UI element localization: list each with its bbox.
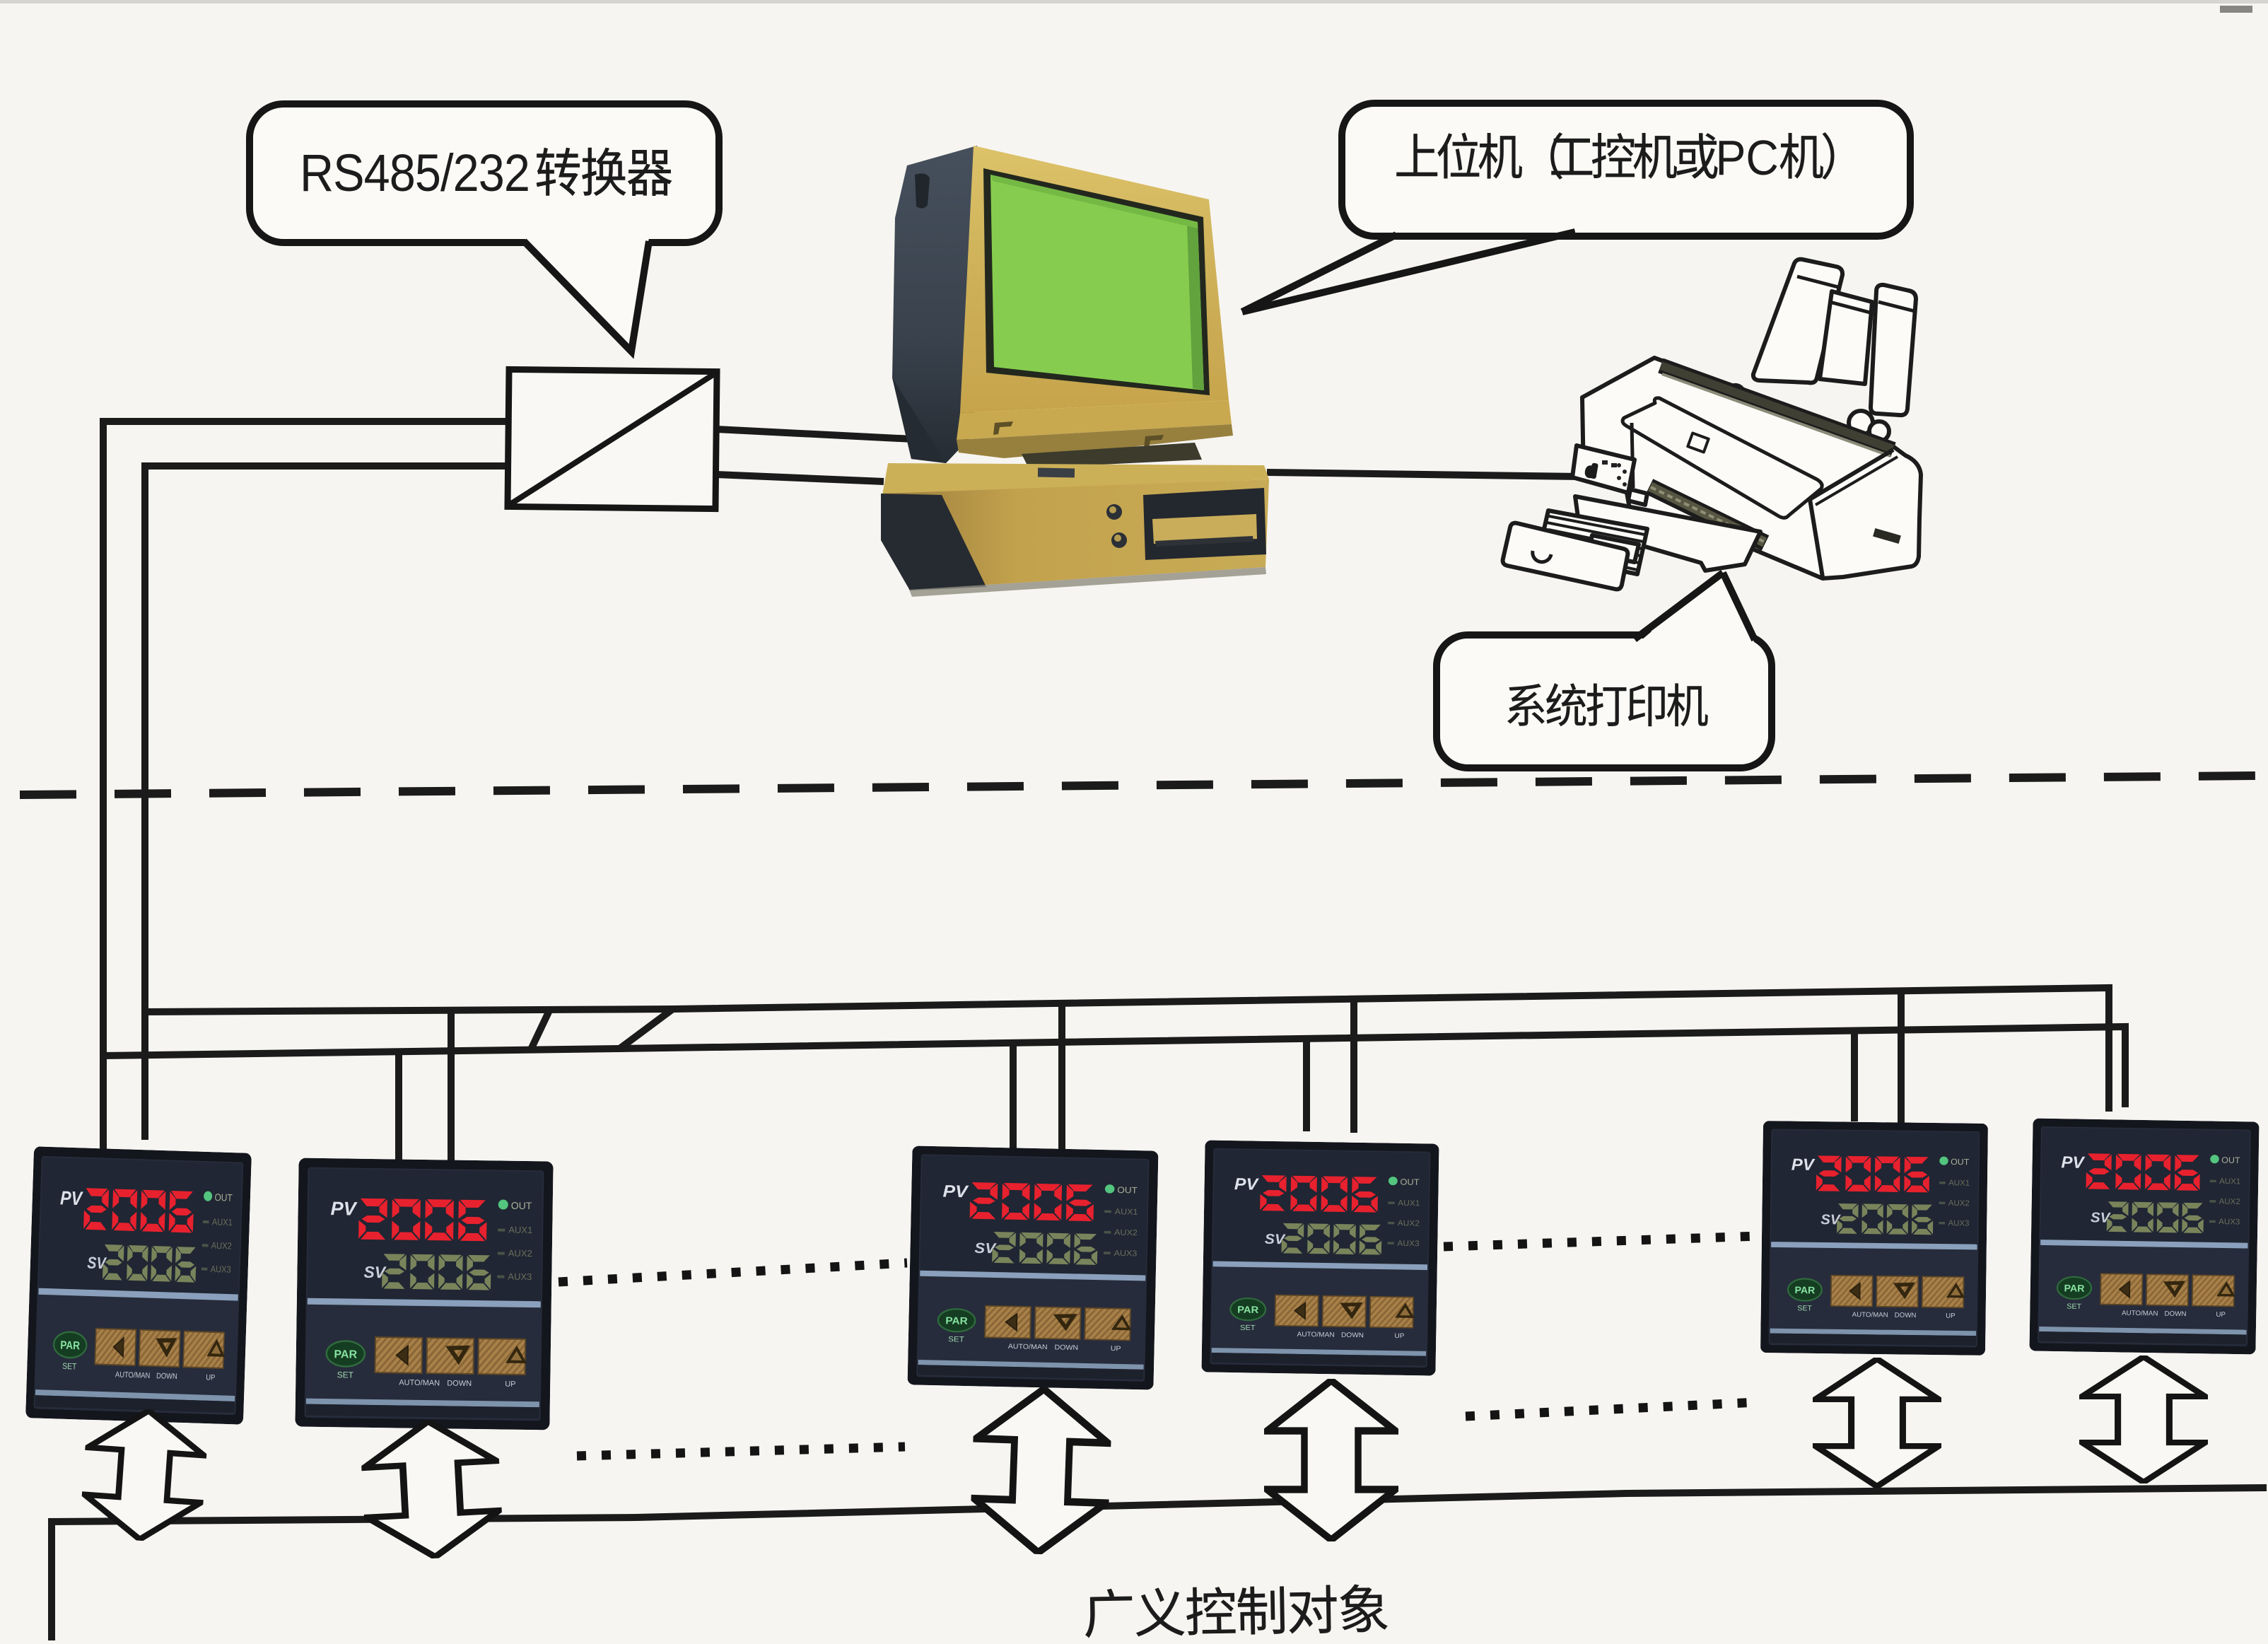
svg-text:PC: PC: [1715, 131, 1778, 186]
svg-text:RS485/232: RS485/232: [300, 144, 530, 202]
